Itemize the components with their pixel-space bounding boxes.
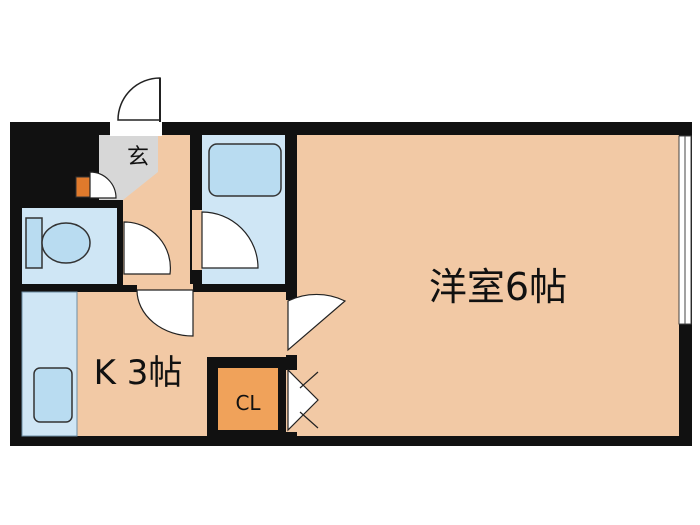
kitchen-sink: [33, 367, 73, 423]
closet-label: CL: [235, 391, 261, 415]
kitchen-label: K 3帖: [94, 353, 183, 393]
room-door-swing: [287, 293, 347, 352]
kitchen-door-swing: [136, 289, 194, 337]
closet-floor: [218, 368, 278, 430]
western-room-floor: [297, 135, 679, 436]
entrance-area: [99, 135, 158, 200]
toilet-bowl: [41, 222, 91, 264]
washroom-door-swing: [201, 211, 259, 269]
toilet-tank: [25, 217, 43, 269]
western-room-label: 洋室6帖: [429, 265, 567, 309]
entrance-label: 玄: [127, 145, 149, 170]
shoe-box: [75, 176, 91, 198]
front-door-swing: [117, 77, 161, 121]
toilet-door-swing: [123, 221, 171, 275]
bathtub: [208, 143, 282, 197]
